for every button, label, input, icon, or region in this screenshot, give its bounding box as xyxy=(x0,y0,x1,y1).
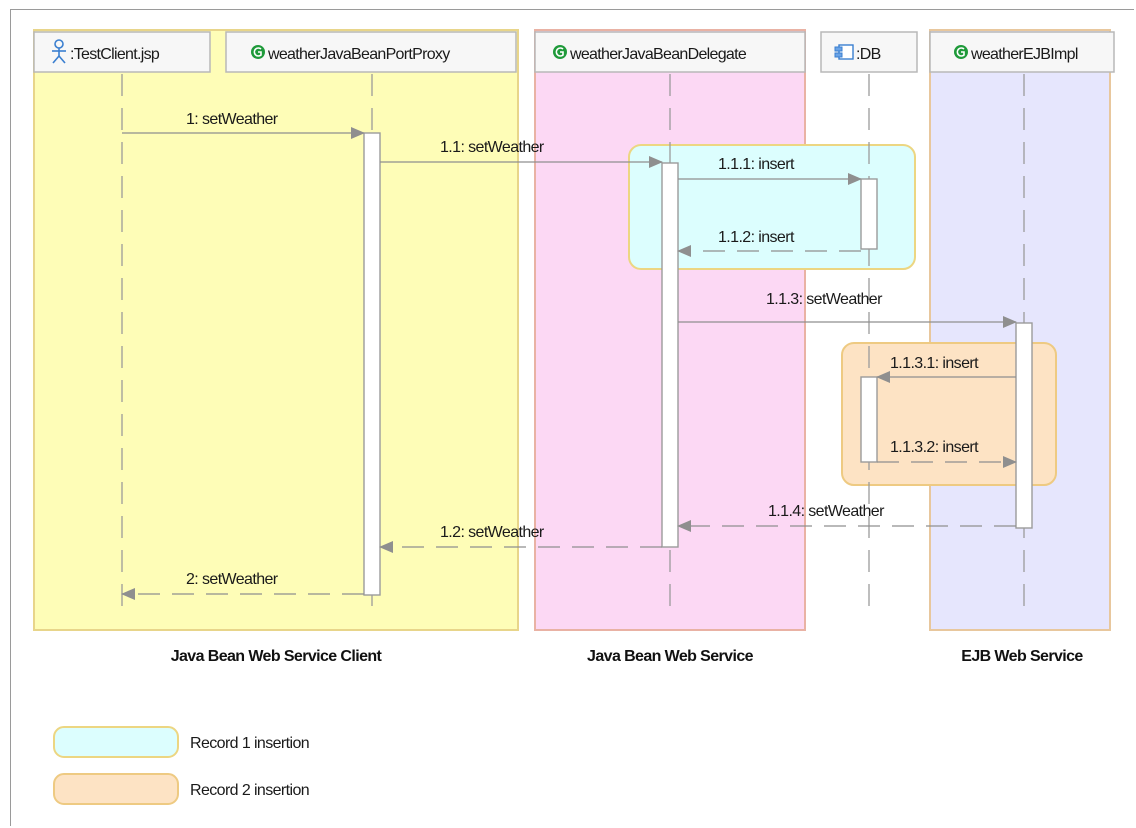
message-label: 1: setWeather xyxy=(186,111,279,128)
activation-ejbimpl xyxy=(1015,322,1033,529)
actor-icon xyxy=(52,39,66,64)
message-label: 2: setWeather xyxy=(186,571,279,588)
region-caption-service: Java Bean Web Service xyxy=(587,648,754,665)
lifeline-head-ejbimpl[interactable]: weatherEJBImpl xyxy=(929,31,1115,73)
diagram-frame xyxy=(10,9,1134,826)
record-2-insertion-fragment xyxy=(841,342,1057,486)
activation-db-1 xyxy=(860,178,878,250)
activation-db-2 xyxy=(860,376,878,463)
legend: Record 1 insertion Record 2 insertion xyxy=(53,726,310,805)
message-label: 1.1: setWeather xyxy=(440,139,545,156)
class-icon xyxy=(954,45,968,59)
activation-delegate xyxy=(661,162,679,548)
record-1-insertion-fragment xyxy=(628,144,916,270)
class-icon xyxy=(553,45,567,59)
lifeline-label: weatherEJBImpl xyxy=(970,46,1078,63)
legend-swatch xyxy=(53,773,179,805)
lifeline-label: weatherJavaBeanPortProxy xyxy=(267,46,450,63)
region-caption-client: Java Bean Web Service Client xyxy=(171,648,383,665)
legend-item-record1: Record 1 insertion xyxy=(53,726,310,758)
lifeline-label: weatherJavaBeanDelegate xyxy=(569,46,747,63)
message-label: 1.1.3: setWeather xyxy=(766,291,883,308)
message-label: 1.1.4: setWeather xyxy=(768,503,885,520)
message-label: 1.1.2: insert xyxy=(718,229,795,246)
message-label: 1.2: setWeather xyxy=(440,524,545,541)
region-java-bean-web-service-client xyxy=(33,29,519,631)
lifeline-head-db[interactable]: :DB xyxy=(820,31,918,73)
component-icon xyxy=(834,44,854,60)
lifeline-label: :TestClient.jsp xyxy=(70,46,160,63)
legend-swatch xyxy=(53,726,179,758)
message-label: 1.1.3.1: insert xyxy=(890,355,979,372)
legend-label: Record 2 insertion xyxy=(190,782,309,799)
legend-label: Record 1 insertion xyxy=(190,735,309,752)
activation-proxy xyxy=(363,132,381,596)
class-icon xyxy=(251,45,265,59)
lifeline-label: :DB xyxy=(856,46,881,63)
legend-item-record2: Record 2 insertion xyxy=(53,773,310,805)
message-label: 1.1.1: insert xyxy=(718,156,795,173)
message-label: 1.1.3.2: insert xyxy=(890,439,979,456)
lifeline-head-testclient[interactable]: :TestClient.jsp xyxy=(33,31,211,73)
lifeline-head-proxy[interactable]: weatherJavaBeanPortProxy xyxy=(225,31,517,73)
lifeline-head-delegate[interactable]: weatherJavaBeanDelegate xyxy=(534,31,806,73)
region-caption-ejb: EJB Web Service xyxy=(961,648,1083,665)
